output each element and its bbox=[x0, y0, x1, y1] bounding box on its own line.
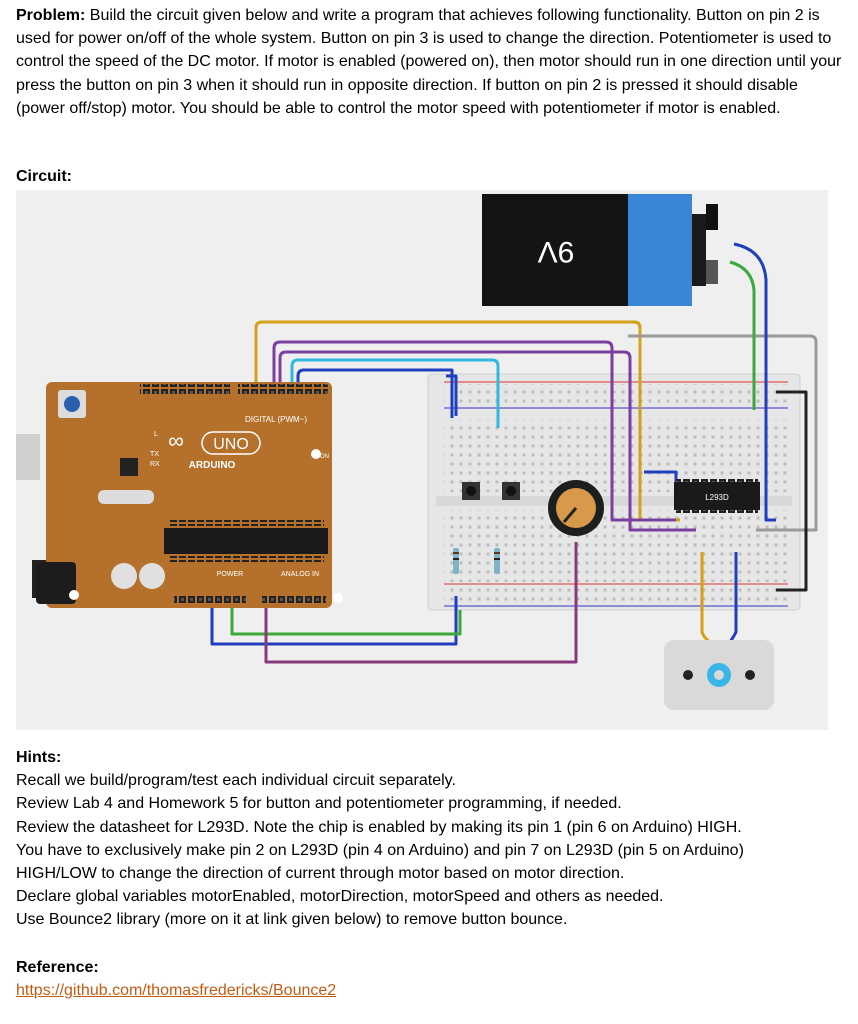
circuit-label: Circuit: bbox=[16, 168, 72, 185]
chip-label: L293D bbox=[705, 493, 729, 502]
arduino-l-label: L bbox=[154, 431, 158, 438]
arduino-model-label: UNO bbox=[213, 436, 249, 453]
arduino-digital-label: DIGITAL (PWM~) bbox=[245, 415, 307, 424]
circuit-diagram: 9V bbox=[16, 190, 828, 730]
arduino-rx-label: RX bbox=[150, 461, 160, 468]
hint-line: Review Lab 4 and Homework 5 for button a… bbox=[16, 795, 622, 813]
reference-label: Reference: bbox=[16, 959, 99, 976]
hint-line: HIGH/LOW to change the direction of curr… bbox=[16, 865, 625, 883]
reference-section: Reference: https://github.com/thomasfred… bbox=[16, 956, 336, 1002]
resistor-2 bbox=[494, 548, 500, 574]
wires bbox=[210, 242, 818, 664]
l293d-chip: L293D bbox=[674, 478, 760, 514]
hint-line: You have to exclusively make pin 2 on L2… bbox=[16, 841, 744, 859]
dc-motor bbox=[664, 640, 774, 710]
arduino-on-label: ON bbox=[320, 454, 329, 460]
battery-9v: 9V bbox=[482, 194, 718, 306]
hints-label: Hints: bbox=[16, 749, 62, 766]
problem-statement: Problem: Build the circuit given below a… bbox=[16, 4, 842, 120]
reference-link[interactable]: https://github.com/thomasfredericks/Boun… bbox=[16, 982, 337, 1000]
arduino-analog-label: ANALOG IN bbox=[281, 571, 319, 578]
hints-section: Hints: Recall we build/program/test each… bbox=[16, 746, 846, 932]
arduino-infinity-icon: ∞ bbox=[168, 428, 184, 453]
arduino-tx-label: TX bbox=[150, 451, 159, 458]
resistor-1 bbox=[453, 548, 459, 574]
hint-line: Use Bounce2 library (more on it at link … bbox=[16, 911, 568, 929]
arduino-uno: DIGITAL (PWM~) ∞ UNO ARDUINO L TX RX ON … bbox=[16, 382, 343, 608]
arduino-brand-label: ARDUINO bbox=[189, 460, 236, 471]
hint-line: Declare global variables motorEnabled, m… bbox=[16, 888, 664, 906]
hint-line: Review the datasheet for L293D. Note the… bbox=[16, 818, 742, 836]
push-button-pin3 bbox=[502, 482, 520, 500]
potentiometer bbox=[548, 480, 604, 536]
battery-label: 9V bbox=[538, 235, 575, 268]
problem-text: Build the circuit given below and write … bbox=[16, 7, 842, 117]
problem-label: Problem: bbox=[16, 7, 86, 24]
hint-line: Recall we build/program/test each indivi… bbox=[16, 772, 456, 790]
arduino-power-label: POWER bbox=[217, 571, 243, 578]
push-button-pin2 bbox=[462, 482, 480, 500]
